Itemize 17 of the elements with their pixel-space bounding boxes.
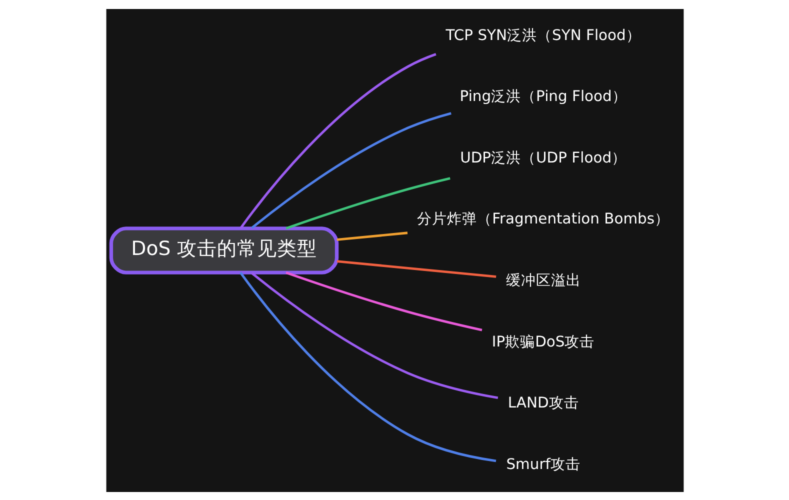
connector xyxy=(238,271,496,462)
connector xyxy=(336,231,408,240)
connector xyxy=(285,270,482,331)
node-text: LAND攻击 xyxy=(507,394,578,412)
node-text: UDP泛洪（UDP Flood） xyxy=(460,148,626,166)
node-box: DoS 攻击的常见类型 xyxy=(108,226,338,274)
connector xyxy=(238,52,436,229)
node-text: IP欺骗DoS攻击 xyxy=(491,332,594,350)
connector xyxy=(336,260,496,278)
connector xyxy=(250,112,451,228)
node-text: 分片炸弹（Fragmentation Bombs） xyxy=(416,210,670,228)
node-text: TCP SYN泛洪（SYN Flood） xyxy=(445,26,640,44)
connector xyxy=(285,176,450,230)
connector xyxy=(250,272,498,399)
node-text: 缓冲区溢出 xyxy=(505,271,580,288)
node-text: Ping泛洪（Ping Flood） xyxy=(459,88,626,105)
node-text: Smurf攻击 xyxy=(506,455,580,472)
